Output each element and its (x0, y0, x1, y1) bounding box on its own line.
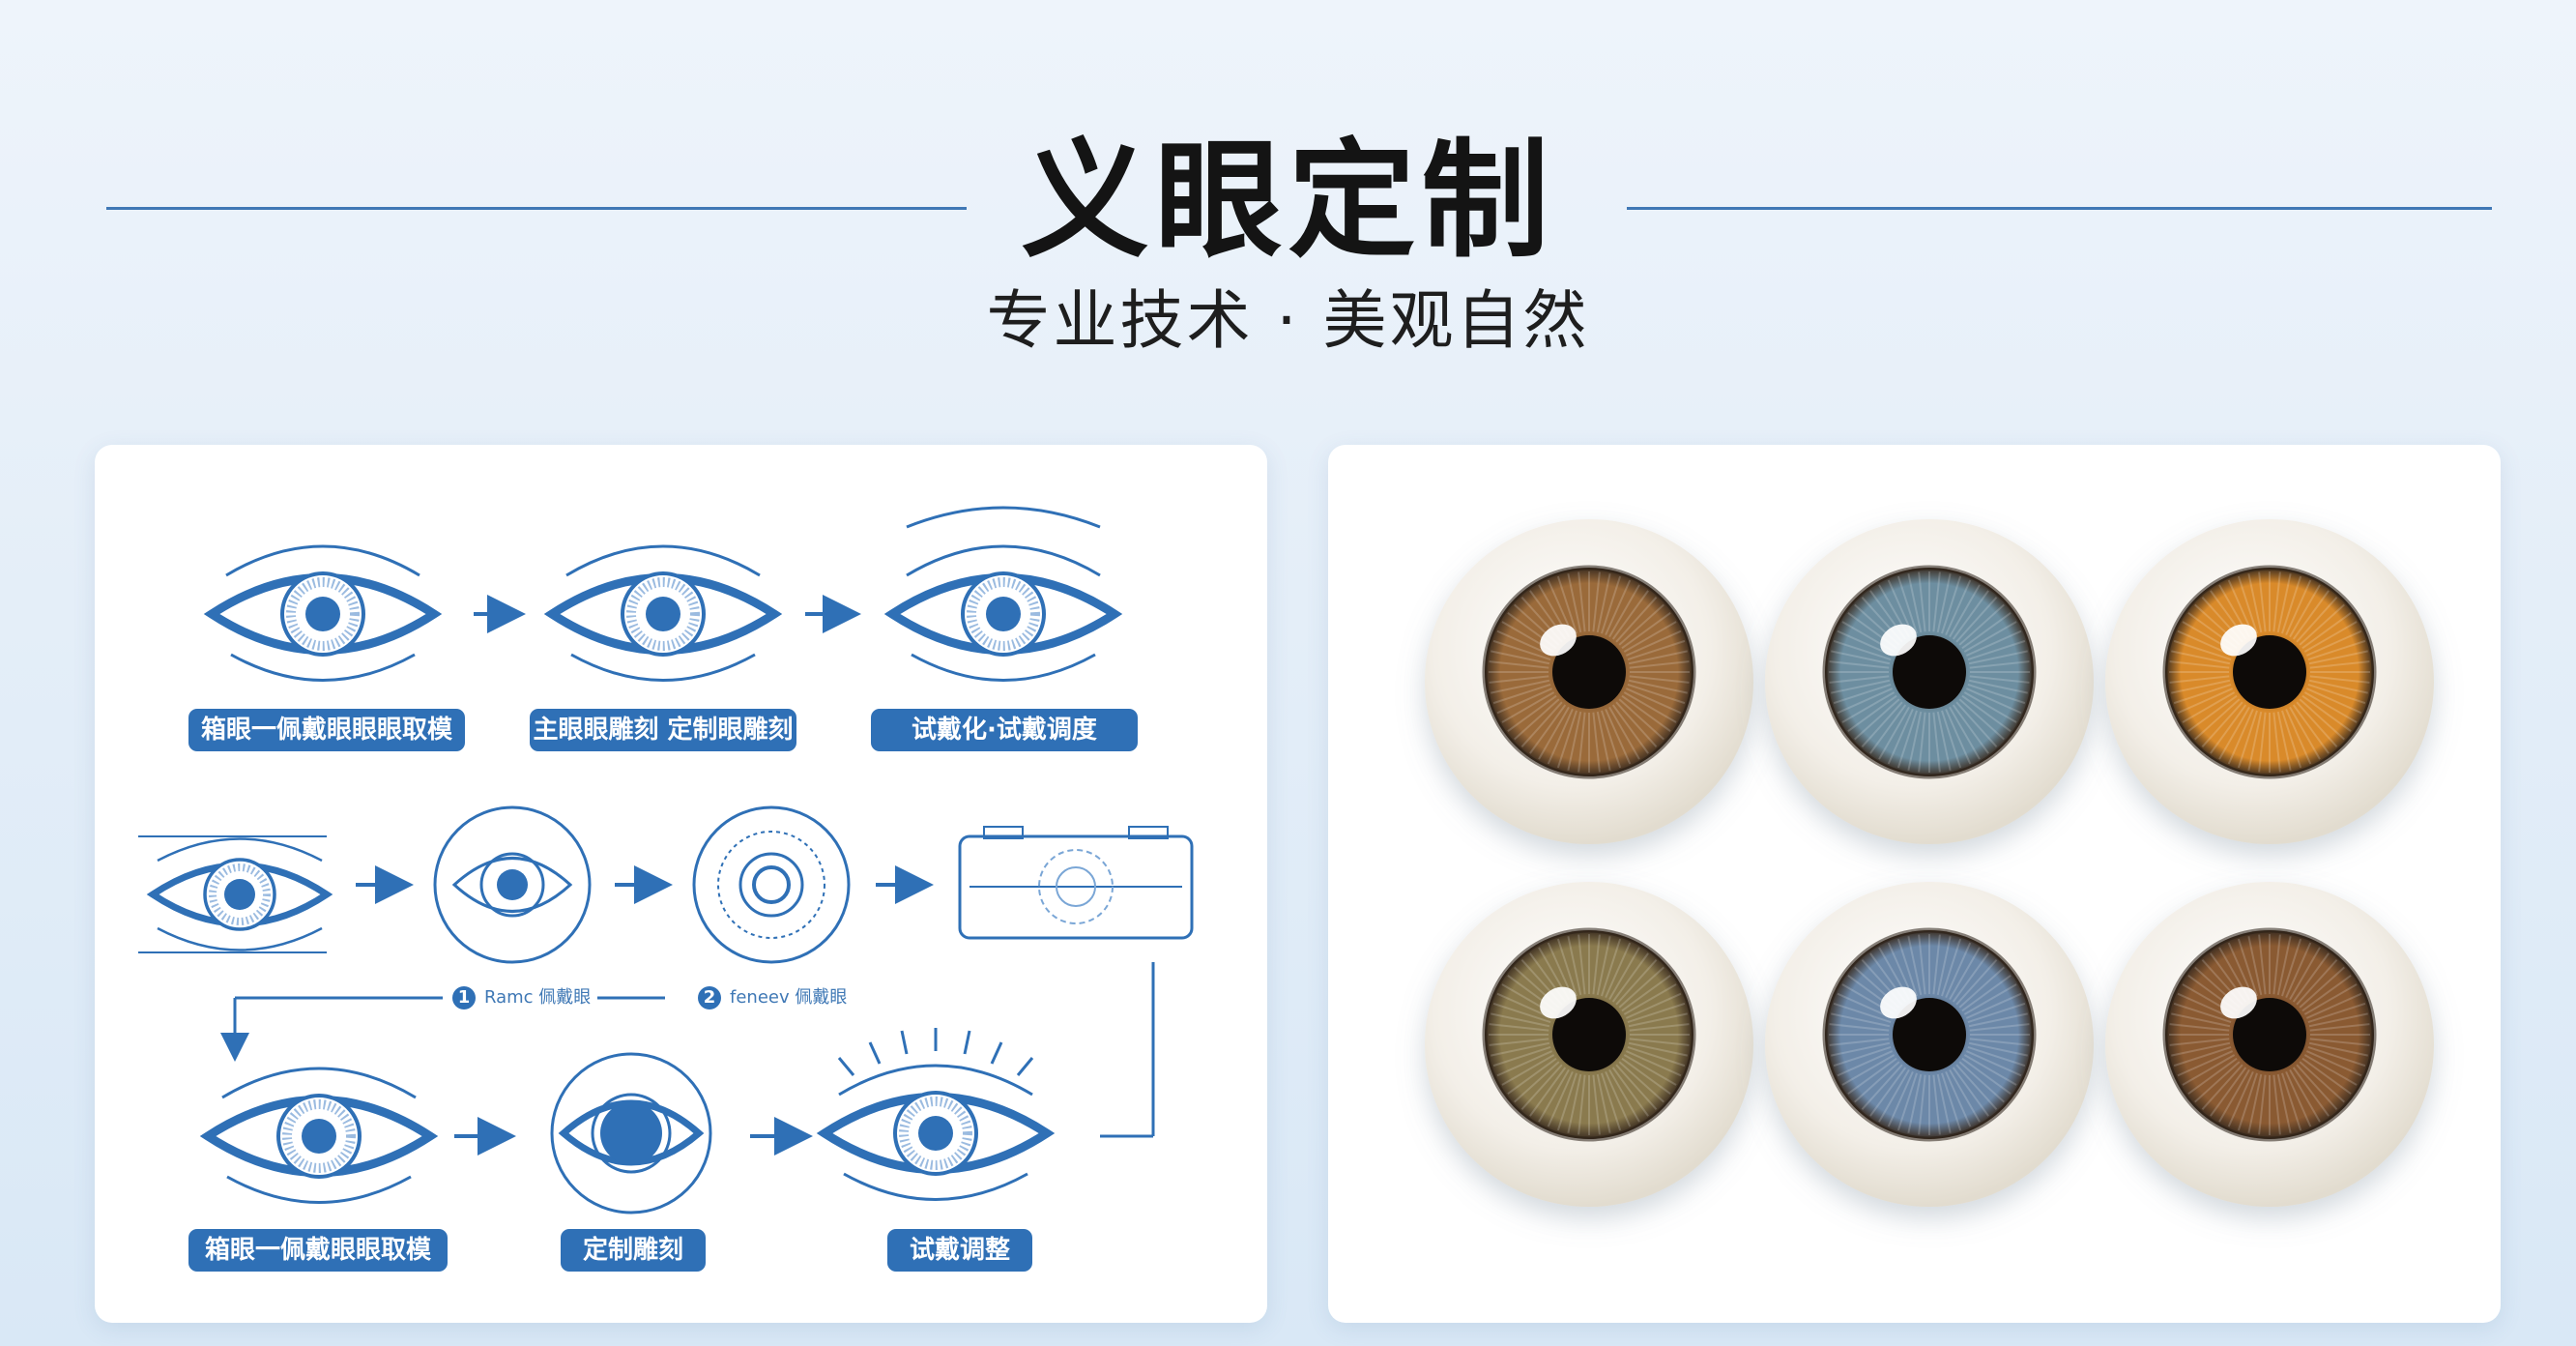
step-carve (550, 1052, 712, 1214)
step-mold-2 (692, 805, 851, 964)
page-title: 义眼定制 (1021, 127, 1555, 276)
label-step-4: 箱眼一佩戴眼眼取模 (188, 1229, 448, 1272)
label-step-5: 定制雕刻 (561, 1229, 706, 1272)
header-rule-left (106, 207, 967, 210)
prosthetic-eye-5 (1765, 882, 2094, 1207)
step-eye-6 (825, 1028, 1047, 1200)
process-panel: 箱眼一佩戴眼眼眼取模 主眼眼雕刻 定制眼雕刻 试戴化·试戴调度 1 Ramc 佩… (95, 445, 1267, 1323)
samples-panel (1328, 445, 2501, 1323)
step-marker-2-num: 2 (703, 987, 716, 1008)
step-eye-1 (212, 546, 434, 681)
label-step-3: 试戴化·试戴调度 (871, 709, 1138, 751)
prosthetic-eye-3 (2105, 519, 2434, 844)
step-eye-3 (892, 546, 1114, 681)
eye-3-brow (906, 506, 1101, 529)
label-step-1: 箱眼一佩戴眼眼眼取模 (188, 709, 465, 751)
label-step-2: 主眼眼雕刻 定制眼雕刻 (530, 709, 796, 751)
step-marker-1-num: 1 (457, 987, 471, 1008)
prosthetic-eye-4 (1425, 882, 1753, 1207)
header-rule-right (1627, 207, 2492, 210)
step-mold-1 (433, 805, 592, 964)
step-marker-1-text: Ramc 佩戴眼 (484, 987, 592, 1008)
prosthetic-eye-2 (1765, 519, 2094, 844)
step-marker-2-text: feneev 佩戴眼 (730, 987, 848, 1008)
eye-samples (1425, 519, 2434, 1207)
prosthetic-eye-1 (1425, 519, 1753, 844)
step-eye-4 (153, 839, 327, 951)
label-step-6: 试戴调整 (887, 1229, 1032, 1272)
process-diagram (138, 506, 1194, 1214)
prosthetic-eye-6 (2105, 882, 2434, 1207)
step-eye-2 (552, 546, 774, 681)
step-eye-5 (208, 1068, 430, 1203)
step-mold-3 (958, 826, 1194, 940)
page-subtitle: 专业技术 · 美观自然 (986, 283, 1590, 358)
